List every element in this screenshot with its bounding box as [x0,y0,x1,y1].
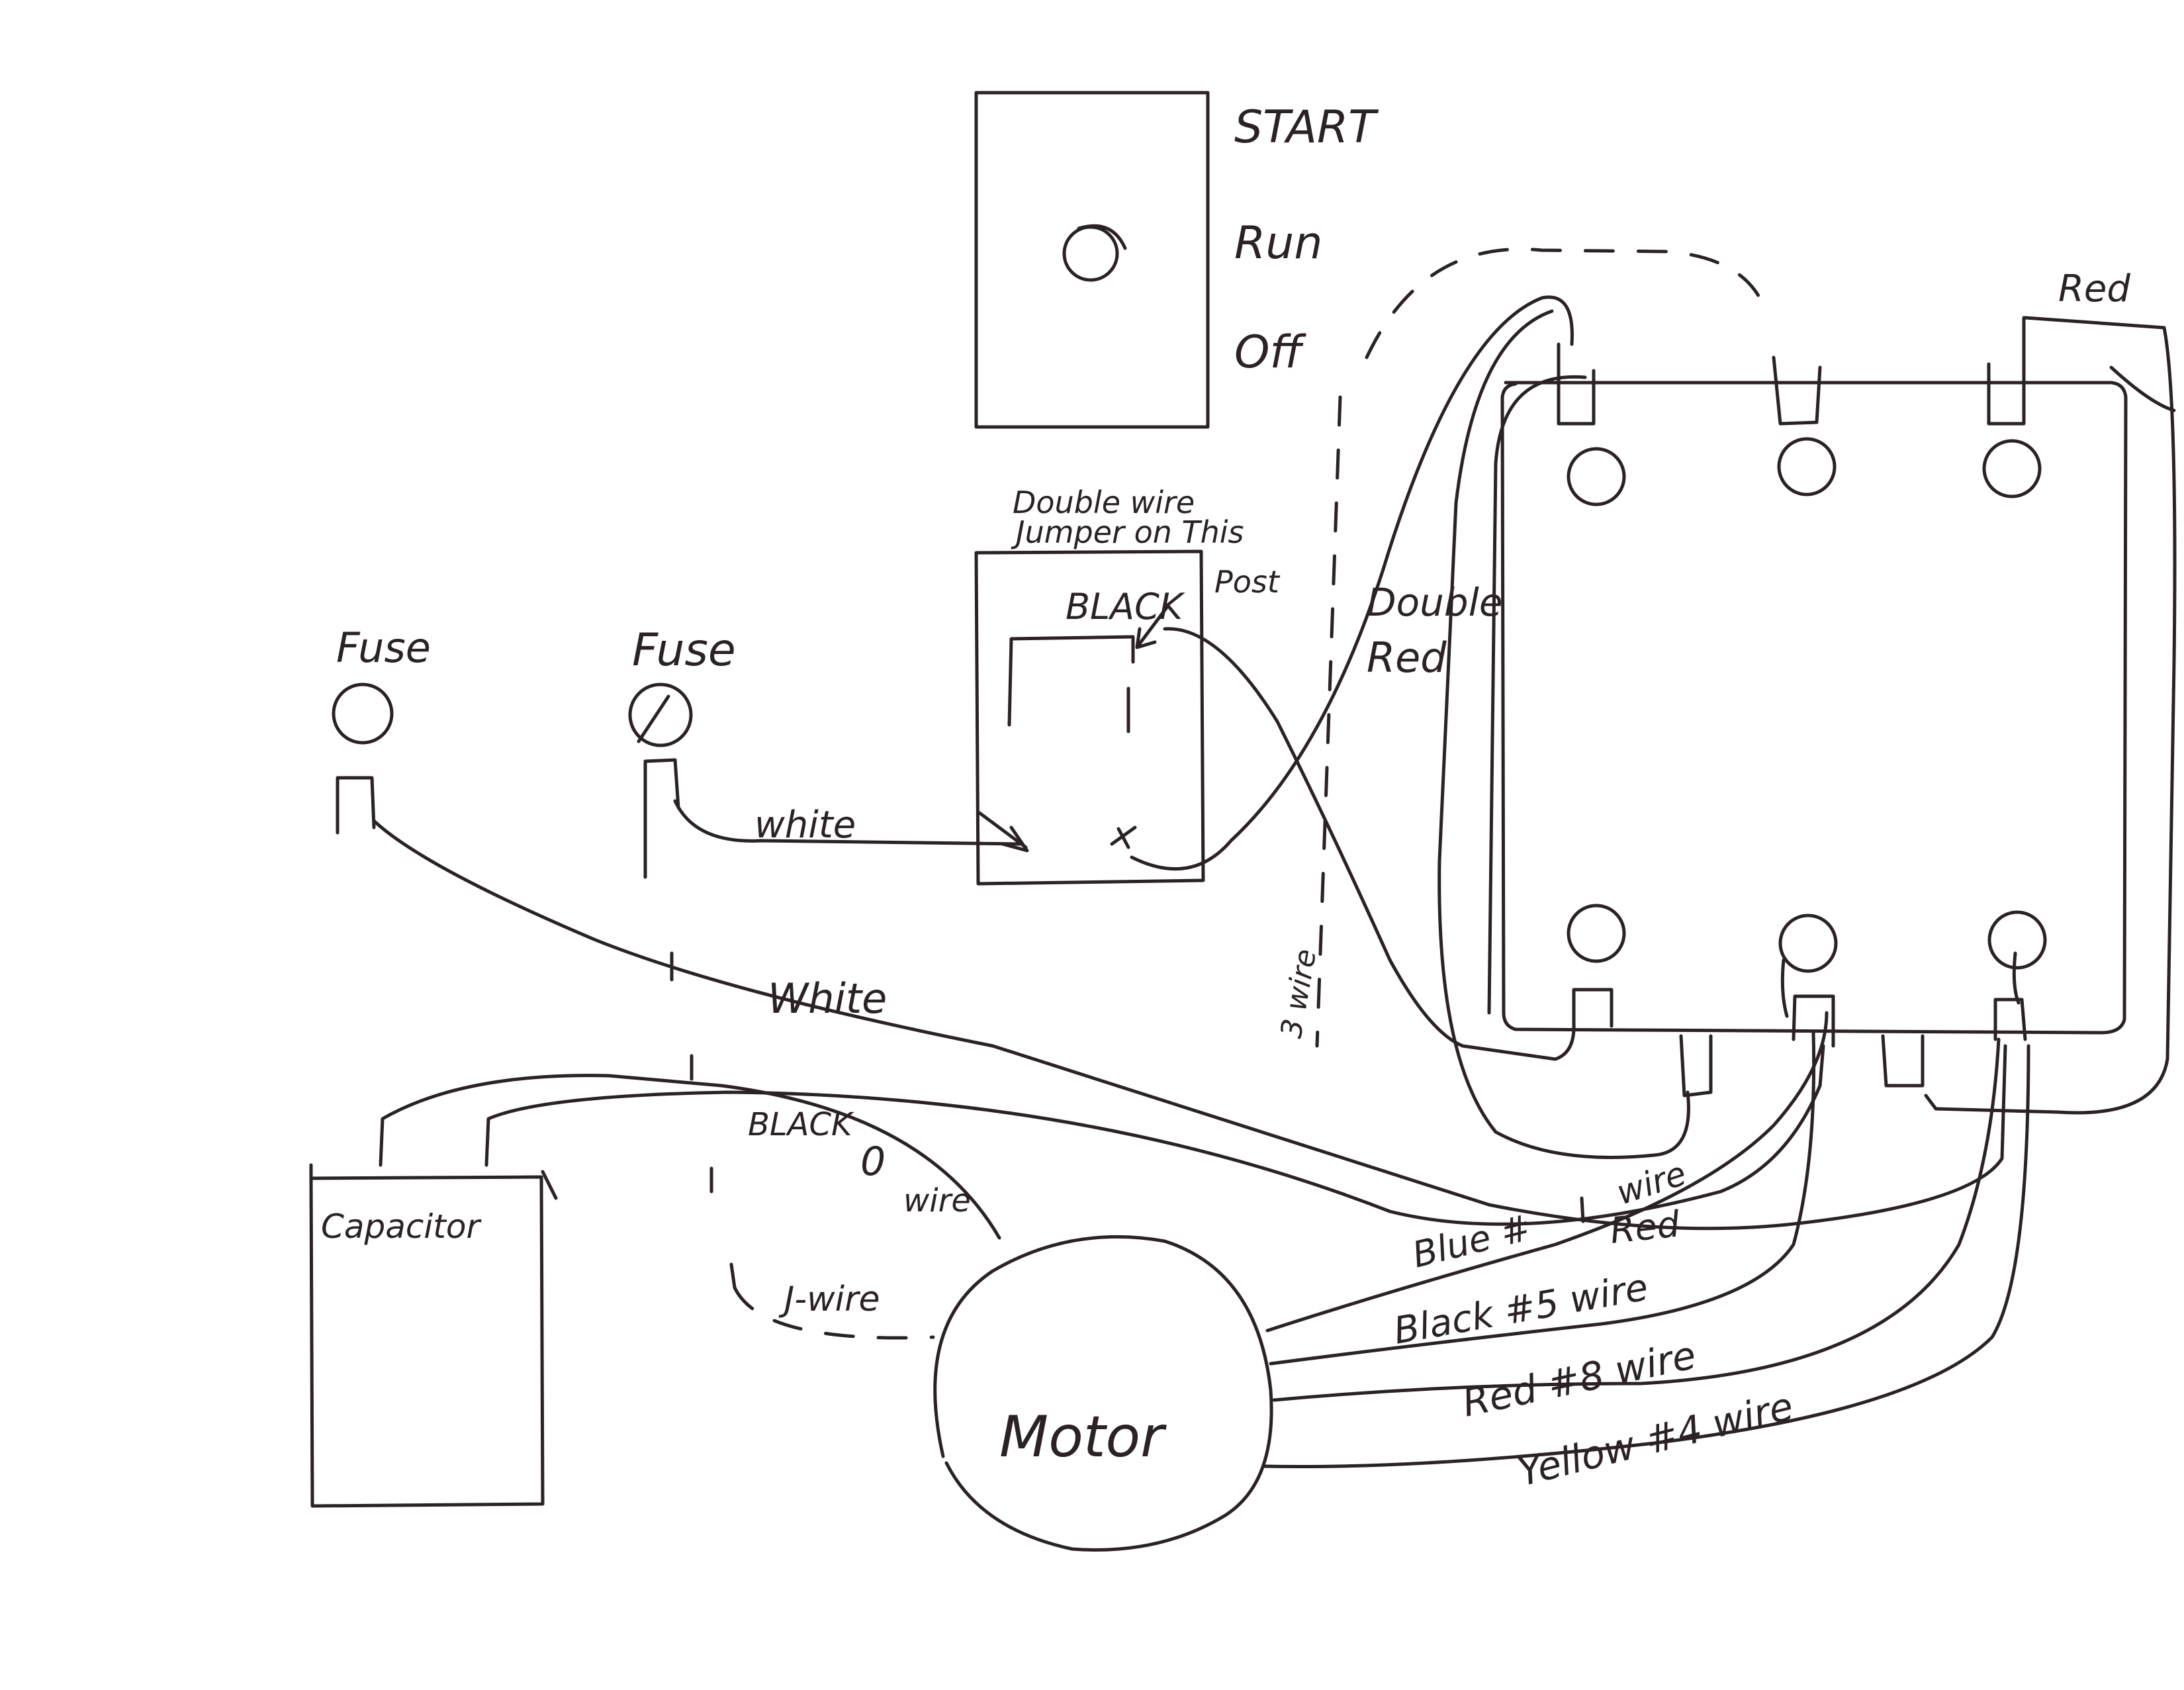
wire-red-top-right-tail [2109,365,2176,412]
label-j-wire: J-wire [778,1280,880,1319]
label-wire-three: 3 wire [1275,947,1324,1041]
label-red-eight: Red #8 wire [1459,1333,1700,1426]
lug-bottom-5 [1993,998,2027,1041]
label-double: Double [1367,580,1503,625]
terminal-bottom-3 [1987,910,2047,970]
arrow-jumper-note [1135,604,1170,649]
dashed-jumper-top [1365,247,1768,359]
fuse-right: Fuse [628,624,736,879]
motor-housing [933,1235,1273,1552]
lug-top-1 [1557,342,1596,426]
lug-top-2 [1772,355,1822,426]
wire-double-red-2 [1437,309,1690,1159]
wire-white-lower [372,819,2007,1231]
terminal-top-1 [1567,447,1626,506]
label-capacitor: Capacitor [321,1207,482,1246]
lead-bottom-3 [2012,951,2021,1005]
terminal-top-2 [1777,437,1837,496]
label-start: START [1234,101,1379,154]
fuse-right-circle [628,682,693,747]
dashed-wire-three [1315,395,1342,1048]
switch-plate [974,91,1210,429]
fuse-left: Fuse [332,624,431,835]
label-motor: Motor [999,1404,1167,1470]
dashed-j-wire [733,1286,935,1340]
label-red-top: Red [2058,267,2130,310]
label-double-red: Red [1367,634,1447,682]
terminal-bottom-2 [1778,914,1838,973]
lug-bottom-1 [1572,988,1614,1028]
selector-block: Double wire Jumper on This Post BLACK [974,485,1281,886]
lug-bottom-2 [1679,1034,1713,1098]
wire-double-red-1 [1130,295,1574,870]
selector-jumper [1007,635,1135,727]
label-run: Run [1234,217,1322,269]
label-white-upper: white [754,804,856,847]
switch-knob-mark [1077,224,1127,250]
terminal-block-outline [1500,381,2128,1035]
terminal-block [1500,316,2128,1098]
capacitor-body [309,1175,545,1508]
terminal-bottom-1 [1567,904,1626,963]
tick-5 [1580,1196,1585,1223]
terminal-top-3 [1982,439,2042,498]
lug-top-3 [1987,316,2026,426]
lug-bottom-4 [1881,1034,1925,1088]
label-zero: 0 [860,1139,886,1185]
capacitor: Capacitor [309,1044,1825,1508]
wire-black-five [1269,1031,1816,1366]
switch-knob [1062,225,1119,282]
label-red-right: Red [1608,1203,1682,1252]
selector-outline [974,549,1205,886]
fuse-right-lug [643,758,680,879]
arrow-post [1110,825,1137,849]
note-line3: Post [1214,564,1281,600]
start-switch: START Run Off [974,91,1379,429]
wire-white-upper [673,799,1024,846]
lug-bottom-3 [1792,994,1835,1048]
wire-double-red-3 [1487,375,1587,1015]
fuse-left-circle [332,682,394,745]
wire-blue [1265,1011,1829,1333]
wire-yellow-four [1262,1044,2030,1469]
fuse-left-lug [336,776,376,835]
motor: Motor [933,1235,1273,1552]
label-black-top: BLACK [1066,586,1185,628]
note-line1: Double wire [1013,485,1195,520]
note-line2: Jumper on This [1011,514,1244,550]
arrow-white-in [978,811,1029,853]
wire-red-top-right [1924,316,2177,1115]
label-blue-wire: Blue # [1408,1206,1535,1276]
wire-red-eight [1272,1037,2001,1402]
wire-capacitor-blue [484,1044,1825,1226]
lead-bottom-2 [1780,958,1789,1018]
fuse-right-mark [637,694,670,743]
label-black-zero: BLACK [748,1106,854,1143]
capacitor-corner-marks [309,1163,558,1200]
label-fuse-left: Fuse [336,624,431,672]
label-fuse-right: Fuse [632,624,736,677]
wire-capacitor-black [379,1074,1001,1240]
wire-black-jumper [1163,627,1576,1061]
tick-4 [729,1262,737,1290]
label-white-lower: White [768,974,887,1023]
label-wire-zero: wire [903,1182,971,1219]
label-off: Off [1234,326,1307,379]
